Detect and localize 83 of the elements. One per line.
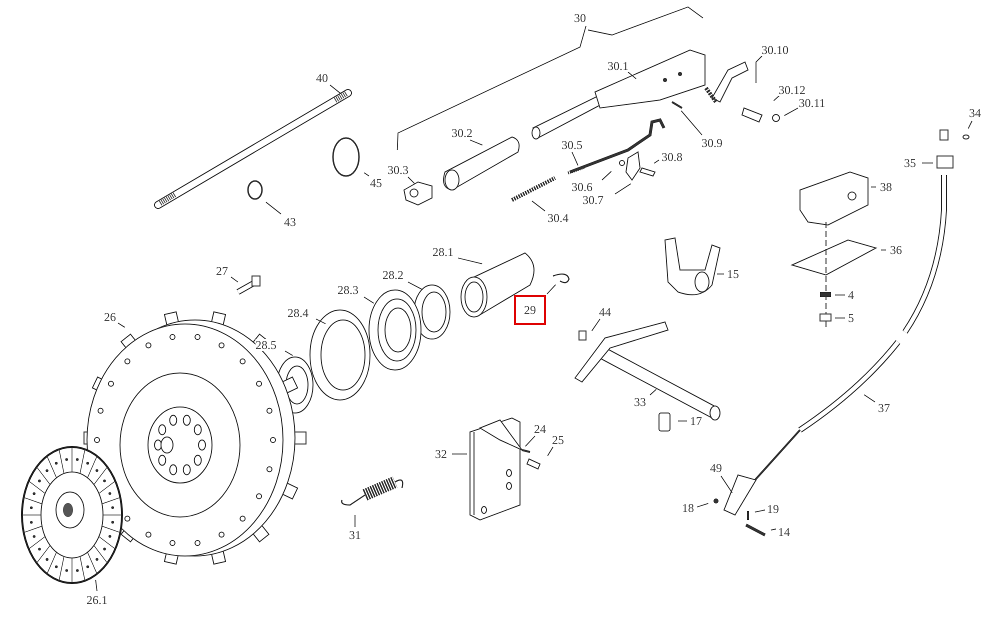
callout-number: 30 <box>574 12 586 24</box>
callout-number: 27 <box>216 265 228 277</box>
callout-number: 34 <box>969 107 981 119</box>
callout-number: 30.12 <box>778 84 806 96</box>
leader-line <box>864 394 876 402</box>
leader-line <box>784 108 798 116</box>
callout-number: 18 <box>682 502 694 514</box>
callout-number: 25 <box>552 434 564 446</box>
leader-line <box>696 503 709 508</box>
callout-number: 30.10 <box>762 44 788 56</box>
callout-number: 14 <box>778 526 790 538</box>
leader-line <box>408 176 415 184</box>
leader-line <box>650 388 657 396</box>
leader-line <box>770 528 776 530</box>
leader-line <box>546 284 556 294</box>
callout-number: 28.4 <box>288 307 308 319</box>
callout-number: 4 <box>848 289 854 301</box>
callout-number: 26 <box>104 311 116 323</box>
callout-number: 17 <box>690 415 702 427</box>
leader-line <box>756 56 762 84</box>
callout-number: 33 <box>634 396 646 408</box>
callout-number: 28.5 <box>256 339 276 351</box>
callout-number: 15 <box>727 268 739 280</box>
leader-line <box>547 446 554 456</box>
callout-number: 26.1 <box>86 594 108 606</box>
callout-number: 30.5 <box>562 139 582 151</box>
leader-line <box>408 282 424 290</box>
leader-line <box>524 436 536 447</box>
leader-line <box>470 140 483 146</box>
leader-line <box>834 294 846 296</box>
callout-number: 35 <box>904 157 916 169</box>
callout-number: 30.8 <box>662 151 682 163</box>
callout-number: 40 <box>316 72 328 84</box>
callout-number: 30.7 <box>582 194 604 206</box>
callout-number: 29 <box>514 295 546 325</box>
callout-number: 30.11 <box>798 97 826 109</box>
callout-number: 30.4 <box>548 212 568 224</box>
leader-line <box>364 296 374 304</box>
callout-number: 44 <box>599 306 611 318</box>
callout-number: 30.6 <box>572 181 592 193</box>
leader-line <box>602 170 612 180</box>
callout-number: 5 <box>848 312 854 324</box>
callout-number: 38 <box>880 181 892 193</box>
callout-number: 45 <box>370 177 382 189</box>
callout-number: 24 <box>534 423 546 435</box>
leader-line <box>284 350 294 356</box>
callout-number: 31 <box>349 529 361 541</box>
leader-line <box>922 162 934 164</box>
leader-line <box>614 183 632 194</box>
callout-number: 43 <box>284 216 296 228</box>
leader-line <box>458 258 483 264</box>
leader-line <box>572 152 578 166</box>
leader-line <box>628 72 637 80</box>
callout-number: 28.3 <box>338 284 358 296</box>
leader-line <box>316 318 326 324</box>
leader-line <box>396 6 704 150</box>
callout-number: 30.3 <box>388 164 408 176</box>
leader-line <box>364 172 370 176</box>
callout-number: 49 <box>710 462 722 474</box>
leader-line <box>870 186 876 188</box>
leader-line <box>654 160 660 164</box>
leader-line <box>230 276 238 282</box>
leader-line <box>720 476 733 494</box>
callout-number: 28.2 <box>382 269 404 281</box>
leader-line <box>265 202 282 214</box>
leader-line <box>968 120 972 129</box>
callout-number: 30.1 <box>608 60 628 72</box>
callout-number: 30.9 <box>702 137 722 149</box>
leader-line <box>680 110 702 136</box>
callout-number: 19 <box>767 503 779 515</box>
callout-number: 32 <box>435 448 447 460</box>
callout-number: 28.1 <box>432 246 454 258</box>
leader-line <box>95 580 98 592</box>
callout-number: 36 <box>890 244 902 256</box>
leader-line <box>678 420 688 422</box>
leader-line <box>591 318 600 332</box>
leader-line <box>330 84 342 94</box>
callout-number: 37 <box>878 402 890 414</box>
leader-line <box>754 510 766 512</box>
leader-line <box>354 514 356 528</box>
leader-line <box>118 322 126 328</box>
callout-number: 30.2 <box>452 127 472 139</box>
leader-line <box>532 200 546 212</box>
